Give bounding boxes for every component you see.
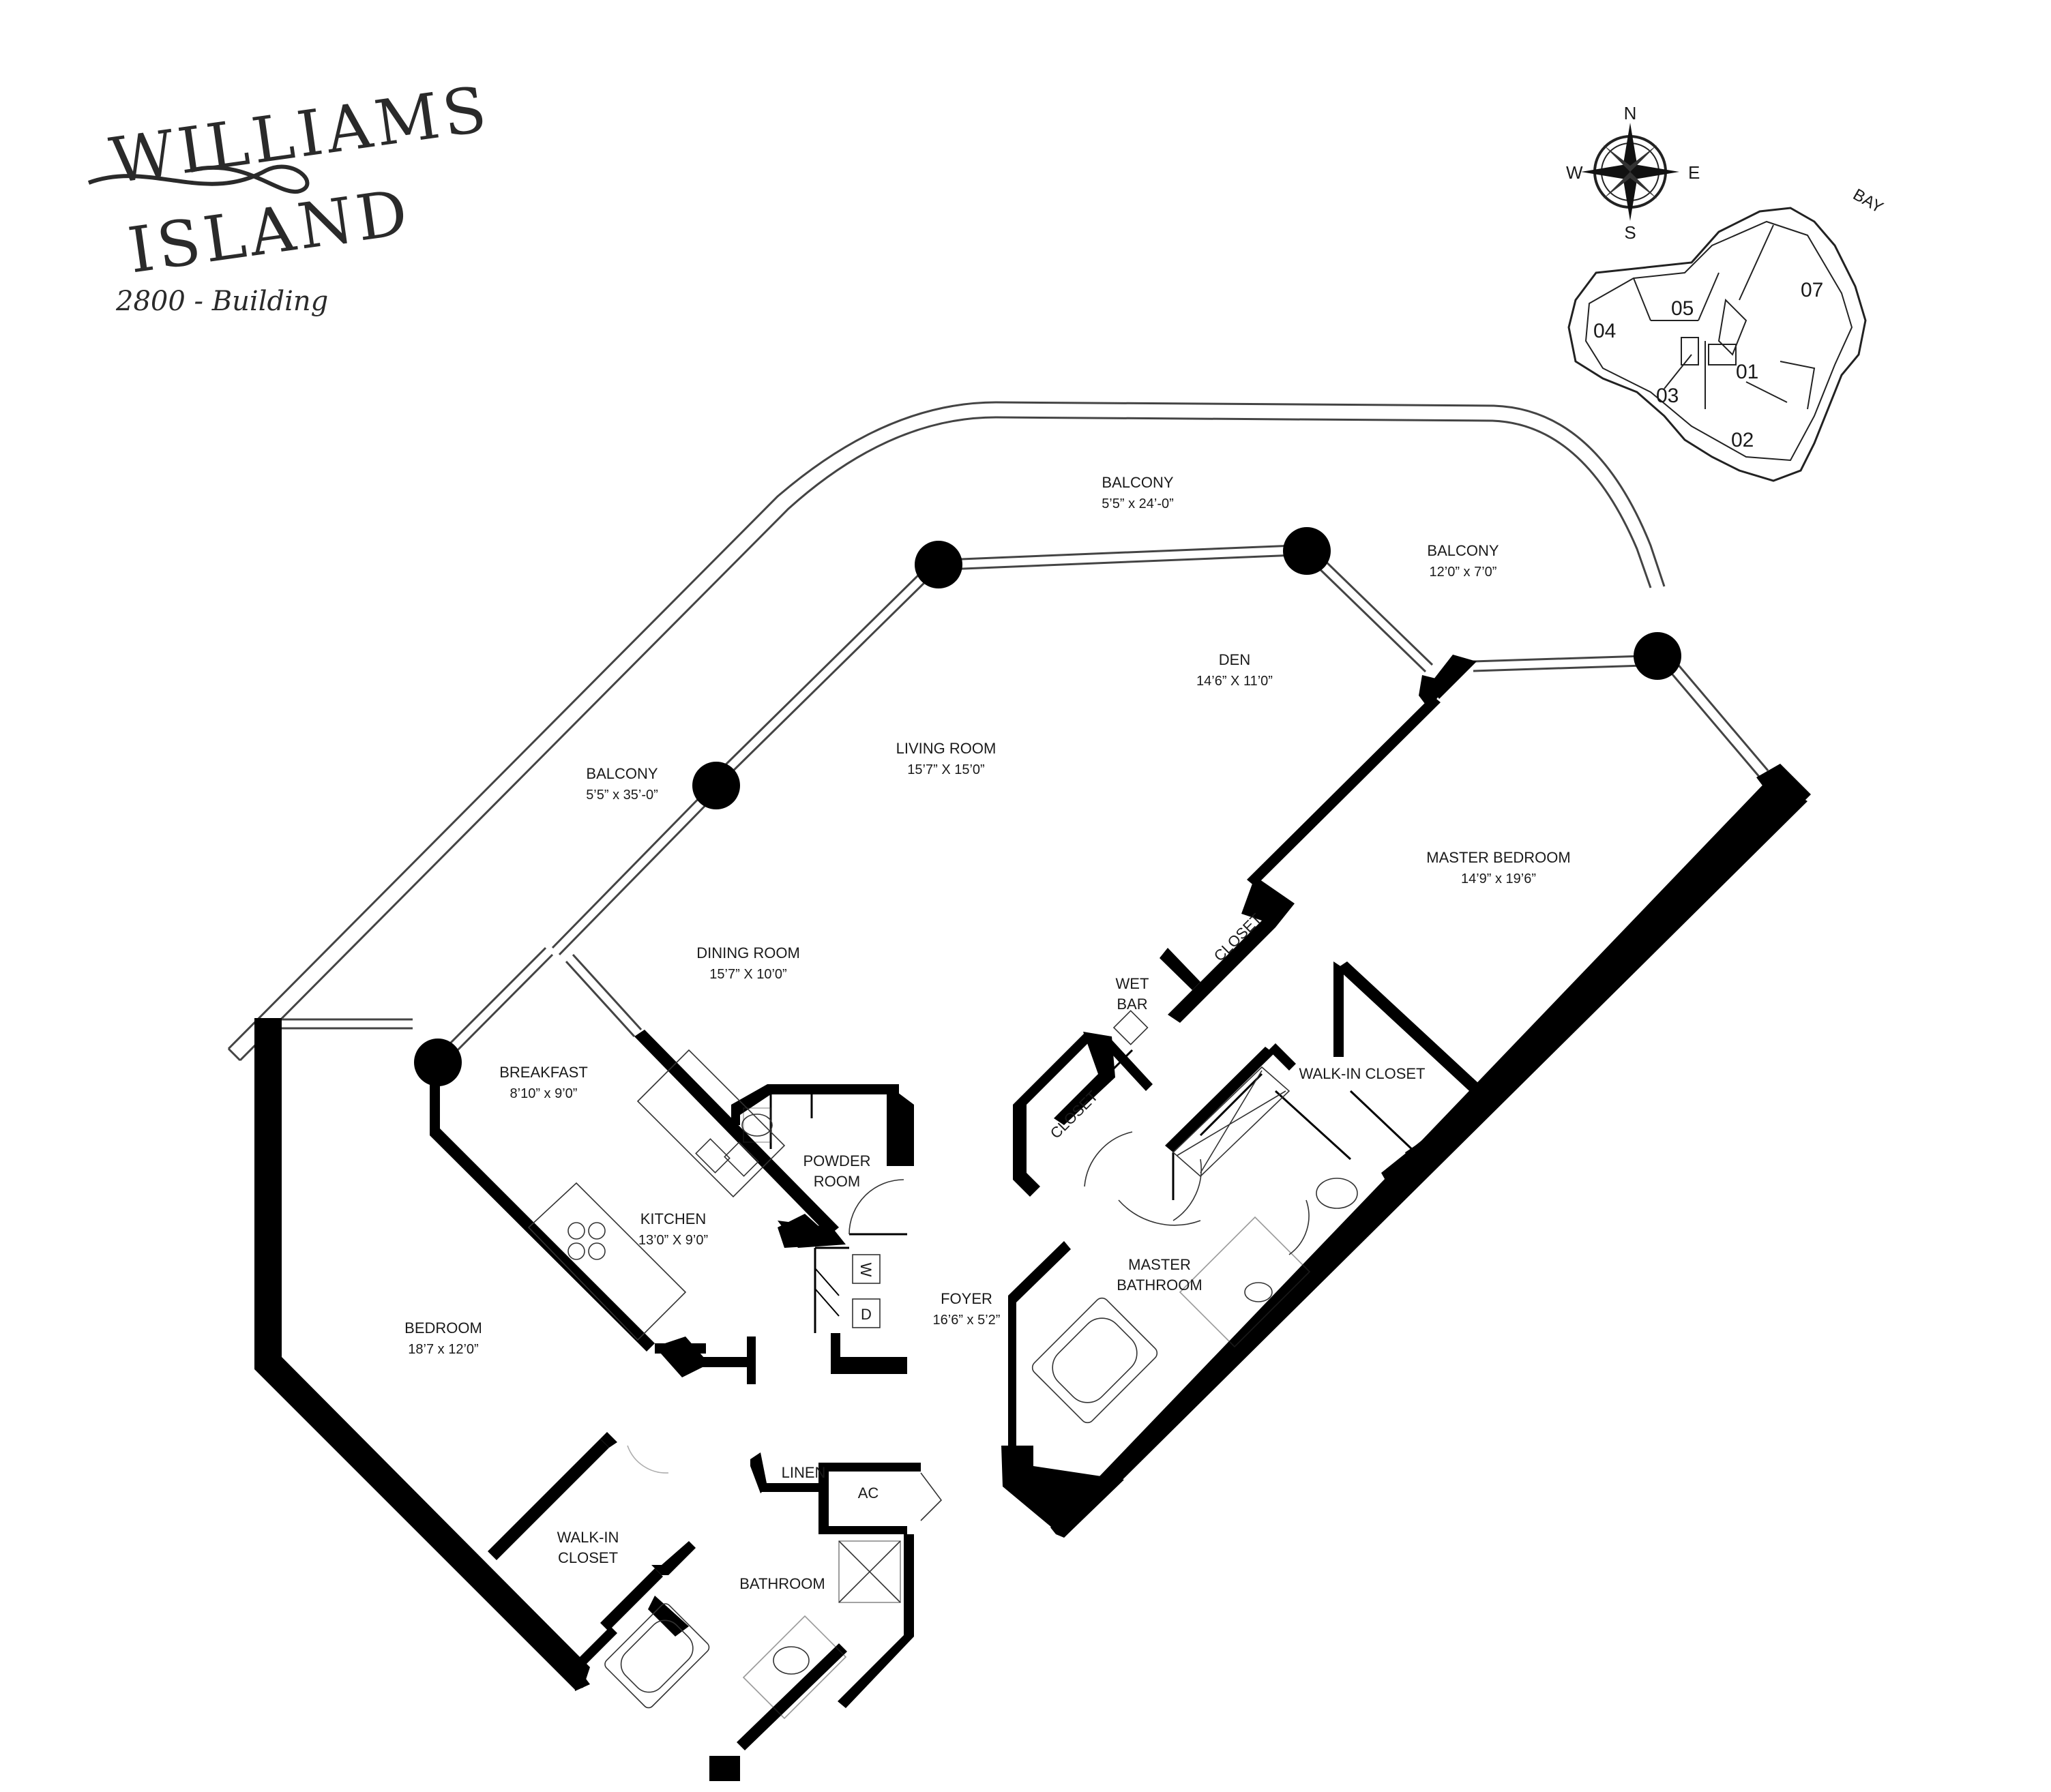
logo: WILLIAMS ISLAND 2800 - Building xyxy=(87,72,495,317)
compass-n: N xyxy=(1624,103,1637,123)
den-dims: 14’6” X 11’0” xyxy=(1196,674,1273,689)
breakfast-dims: 8’10” x 9’0” xyxy=(510,1086,578,1101)
walls xyxy=(254,655,1811,1781)
bedroom-label: BEDROOM xyxy=(404,1319,482,1336)
compass-e: E xyxy=(1688,162,1700,183)
powder-room-line-1: POWDER xyxy=(803,1152,871,1169)
key-unit-01: 01 xyxy=(1736,361,1758,383)
breakfast-label: BREAKFAST xyxy=(499,1064,588,1081)
logo-swirl xyxy=(87,164,310,194)
bathroom-label: BATHROOM xyxy=(739,1575,825,1592)
dining-room-dims: 15’7” X 10’0” xyxy=(709,967,786,982)
balcony-right-dims: 12’0” x 7’0” xyxy=(1430,565,1497,580)
balcony-left-dims: 5’5” x 35’-0” xyxy=(586,788,658,803)
structural-columns xyxy=(414,527,1681,1086)
compass-w: W xyxy=(1566,162,1583,183)
master-bathroom-line-2: BATHROOM xyxy=(1117,1276,1202,1294)
powder-room-line-2: ROOM xyxy=(814,1173,860,1190)
master-bedroom-label: MASTER BEDROOM xyxy=(1426,849,1570,866)
room-labels: BALCONY 5’5” x 24’-0” BALCONY 12’0” x 7’… xyxy=(404,474,1571,1592)
master-bedroom-dims: 14’9” x 19’6” xyxy=(1461,871,1536,886)
partitions xyxy=(769,1049,1417,1333)
living-room-dims: 15’7” X 15’0” xyxy=(907,762,984,777)
kitchen-dims: 13’0” X 9’0” xyxy=(638,1233,708,1248)
ac-label: AC xyxy=(858,1484,879,1502)
linen-label: LINEN xyxy=(782,1464,826,1481)
key-unit-02: 02 xyxy=(1731,429,1754,451)
walk-in-closet-master-label: WALK-IN CLOSET xyxy=(1299,1065,1426,1082)
balcony-left-label: BALCONY xyxy=(586,765,658,782)
dryer-label: D xyxy=(861,1306,872,1323)
key-plan xyxy=(1567,207,1867,482)
kitchen-label: KITCHEN xyxy=(640,1210,707,1227)
key-unit-05: 05 xyxy=(1671,297,1694,320)
wet-bar-line-2: BAR xyxy=(1117,996,1147,1013)
logo-line-2: ISLAND xyxy=(124,175,416,287)
wet-bar-line-1: WET xyxy=(1116,975,1149,992)
fixtures xyxy=(527,1010,1358,1720)
foyer-dims: 16’6” x 5’2” xyxy=(933,1313,1001,1328)
key-unit-07: 07 xyxy=(1801,279,1823,301)
balcony-top-dims: 5’5” x 24’-0” xyxy=(1102,496,1174,511)
glazing xyxy=(282,544,1769,1062)
living-room-label: LIVING ROOM xyxy=(896,740,997,757)
walk-in-closet-bed-line-1: WALK-IN xyxy=(557,1529,619,1546)
balcony-railing xyxy=(227,401,1666,1062)
closet-b-label: CLOSET xyxy=(1047,1088,1102,1142)
dining-room-label: DINING ROOM xyxy=(696,944,800,961)
master-bathroom-line-1: MASTER xyxy=(1128,1256,1191,1273)
bay-label: BAY xyxy=(1850,185,1887,218)
foyer-label: FOYER xyxy=(941,1290,992,1307)
balcony-top-label: BALCONY xyxy=(1102,474,1173,491)
bedroom-dims: 18’7 x 12’0” xyxy=(408,1342,478,1357)
key-unit-03: 03 xyxy=(1656,385,1679,407)
compass-rose-icon xyxy=(1581,123,1679,221)
balcony-right-label: BALCONY xyxy=(1427,542,1499,559)
compass-s: S xyxy=(1624,222,1636,243)
den-label: DEN xyxy=(1219,651,1250,668)
key-unit-04: 04 xyxy=(1593,320,1616,342)
walk-in-closet-bed-line-2: CLOSET xyxy=(558,1549,618,1566)
building-label: 2800 - Building xyxy=(115,286,328,317)
washer-label: W xyxy=(857,1263,874,1277)
